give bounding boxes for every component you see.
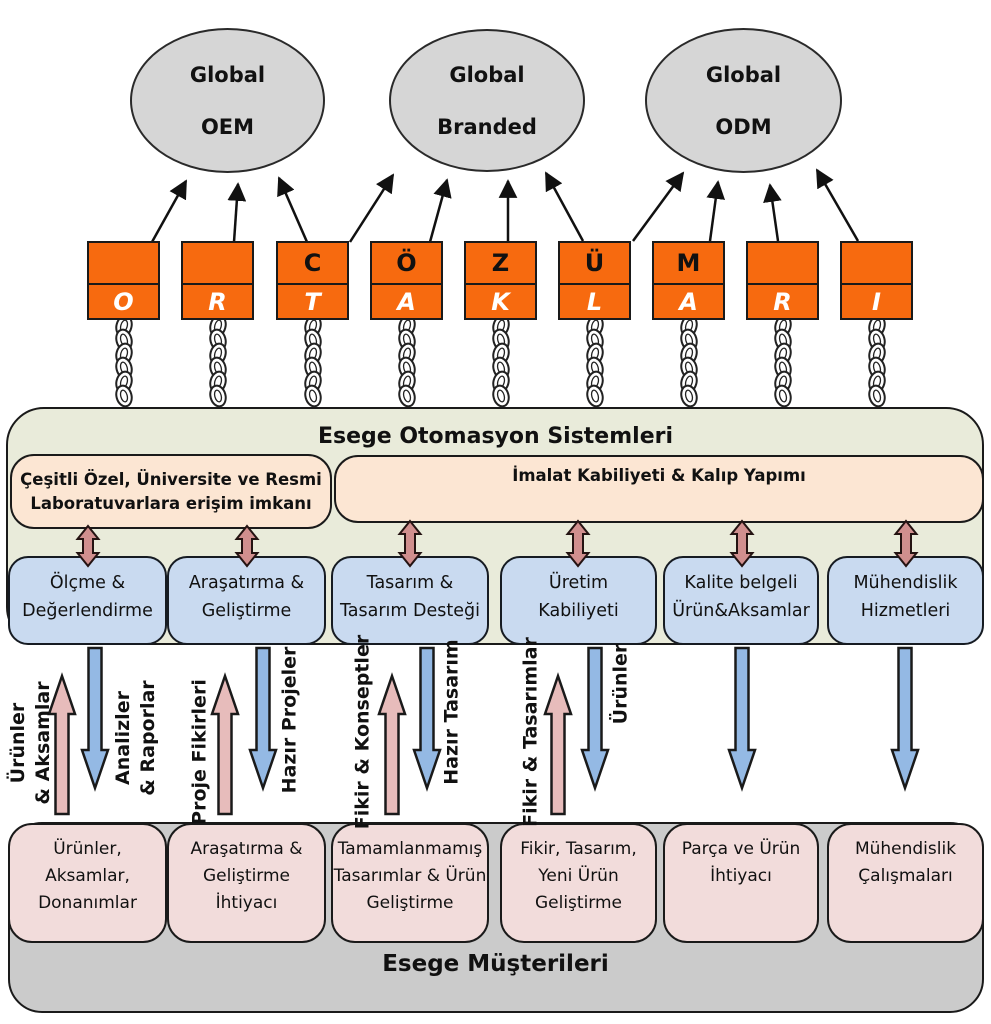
chain-icon: [113, 312, 135, 410]
partner-letter-bottom: T: [278, 283, 347, 318]
partner-letter-top: Ö: [396, 249, 417, 277]
chain-icon: [772, 312, 794, 410]
hanging-chains: [113, 312, 888, 410]
ellipse-label-line1: Global: [189, 62, 266, 87]
partner-box-3: C T: [276, 241, 349, 320]
ellipse-label-line2: Branded: [437, 114, 537, 139]
partner-box-6: Ü L: [558, 241, 631, 320]
ellipse-global-oem: Global OEM: [130, 28, 325, 173]
service-box-arge: Araşatırma & Geliştirme: [167, 556, 326, 645]
chain-icon: [490, 312, 512, 410]
partner-letter-top: Z: [491, 249, 510, 277]
ellipse-label-line2: ODM: [715, 114, 772, 139]
need-box-fikir: Fikir, Tasarım, Yeni Ürün Geliştirme: [500, 823, 657, 943]
partner-letter-top: M: [676, 249, 701, 277]
flow-up-label-proje-fikirleri: Proje Fikirleri: [188, 679, 211, 825]
flow-down-label-analizler: Analizler & Raporlar: [112, 680, 159, 796]
partner-letter-bottom: I: [842, 283, 911, 318]
flow-up-label-fikir-tasarimlar: Fikir & Tasarımlar: [519, 637, 542, 827]
partner-box-4: Ö A: [370, 241, 443, 320]
partner-letter-top: [842, 243, 911, 283]
need-box-urunler: Ürünler, Aksamlar, Donanımlar: [8, 823, 167, 943]
partner-letter-top: [89, 243, 158, 283]
need-box-tamamlanmamis: Tamamlanmamış Tasarımlar & Ürün Geliştir…: [331, 823, 489, 943]
service-box-tasarim: Tasarım & Tasarım Desteği: [331, 556, 489, 645]
partner-box-7: M A: [652, 241, 725, 320]
partner-letter-bottom: A: [654, 283, 723, 318]
partner-box-5: Z K: [464, 241, 537, 320]
customers-title: Esege Müşterileri: [382, 951, 609, 977]
service-box-olcme: Ölçme & Değerlendirme: [8, 556, 167, 645]
partner-letter-top: [748, 243, 817, 283]
flow-up-label-fikir-konseptler: Fikir & Konseptler: [351, 634, 374, 830]
chain-icon: [678, 312, 700, 410]
need-box-muhendislik: Mühendislik Çalışmaları: [827, 823, 984, 943]
ellipse-label-line2: OEM: [200, 114, 255, 139]
need-box-arge: Araşatırma & Geliştirme İhtiyacı: [167, 823, 326, 943]
partner-letter-top: [183, 243, 252, 283]
ellipse-global-branded: Global Branded: [389, 29, 585, 172]
partner-letter-bottom: R: [748, 283, 817, 318]
chain-icon: [302, 312, 324, 410]
partner-to-ellipse-arrows: [150, 168, 860, 243]
chain-icon: [584, 312, 606, 410]
ellipse-global-odm: Global ODM: [645, 28, 842, 173]
need-box-parca: Parça ve Ürün İhtiyacı: [663, 823, 819, 943]
flow-up-label-urunler-aksamlar: Ürünler & Aksamlar: [7, 681, 54, 805]
ellipse-label-line1: Global: [705, 62, 782, 87]
partner-box-9: I: [840, 241, 913, 320]
partner-letter-bottom: R: [183, 283, 252, 318]
flow-down-label-urunler: Ürünler: [609, 643, 632, 725]
service-box-muhendislik: Mühendislik Hizmetleri: [827, 556, 984, 645]
chain-icon: [396, 312, 418, 410]
partner-letter-bottom: K: [466, 283, 535, 318]
esege-title: Esege Otomasyon Sistemleri: [317, 424, 674, 449]
service-box-uretim: Üretim Kabiliyeti: [500, 556, 657, 645]
partner-box-1: O: [87, 241, 160, 320]
partner-letter-top: Ü: [584, 249, 605, 277]
partner-letter-bottom: L: [560, 283, 629, 318]
partner-letter-top: C: [303, 249, 322, 277]
flow-down-label-hazir-projeler: Hazır Projeler: [278, 646, 301, 794]
partner-box-2: R: [181, 241, 254, 320]
capability-box-manufacturing: İmalat Kabiliyeti & Kalıp Yapımı: [334, 455, 984, 523]
chain-icon: [207, 312, 229, 410]
chain-icon: [866, 312, 888, 410]
partner-box-8: R: [746, 241, 819, 320]
service-box-kalite: Kalite belgeli Ürün&Aksamlar: [663, 556, 819, 645]
partner-letter-bottom: O: [89, 283, 158, 318]
capability-box-labs: Çeşitli Özel, Üniversite ve Resmi Labora…: [10, 454, 332, 529]
partner-letter-bottom: A: [372, 283, 441, 318]
flow-down-label-hazir-tasarim: Hazır Tasarım: [440, 639, 463, 785]
ellipse-label-line1: Global: [449, 62, 525, 87]
